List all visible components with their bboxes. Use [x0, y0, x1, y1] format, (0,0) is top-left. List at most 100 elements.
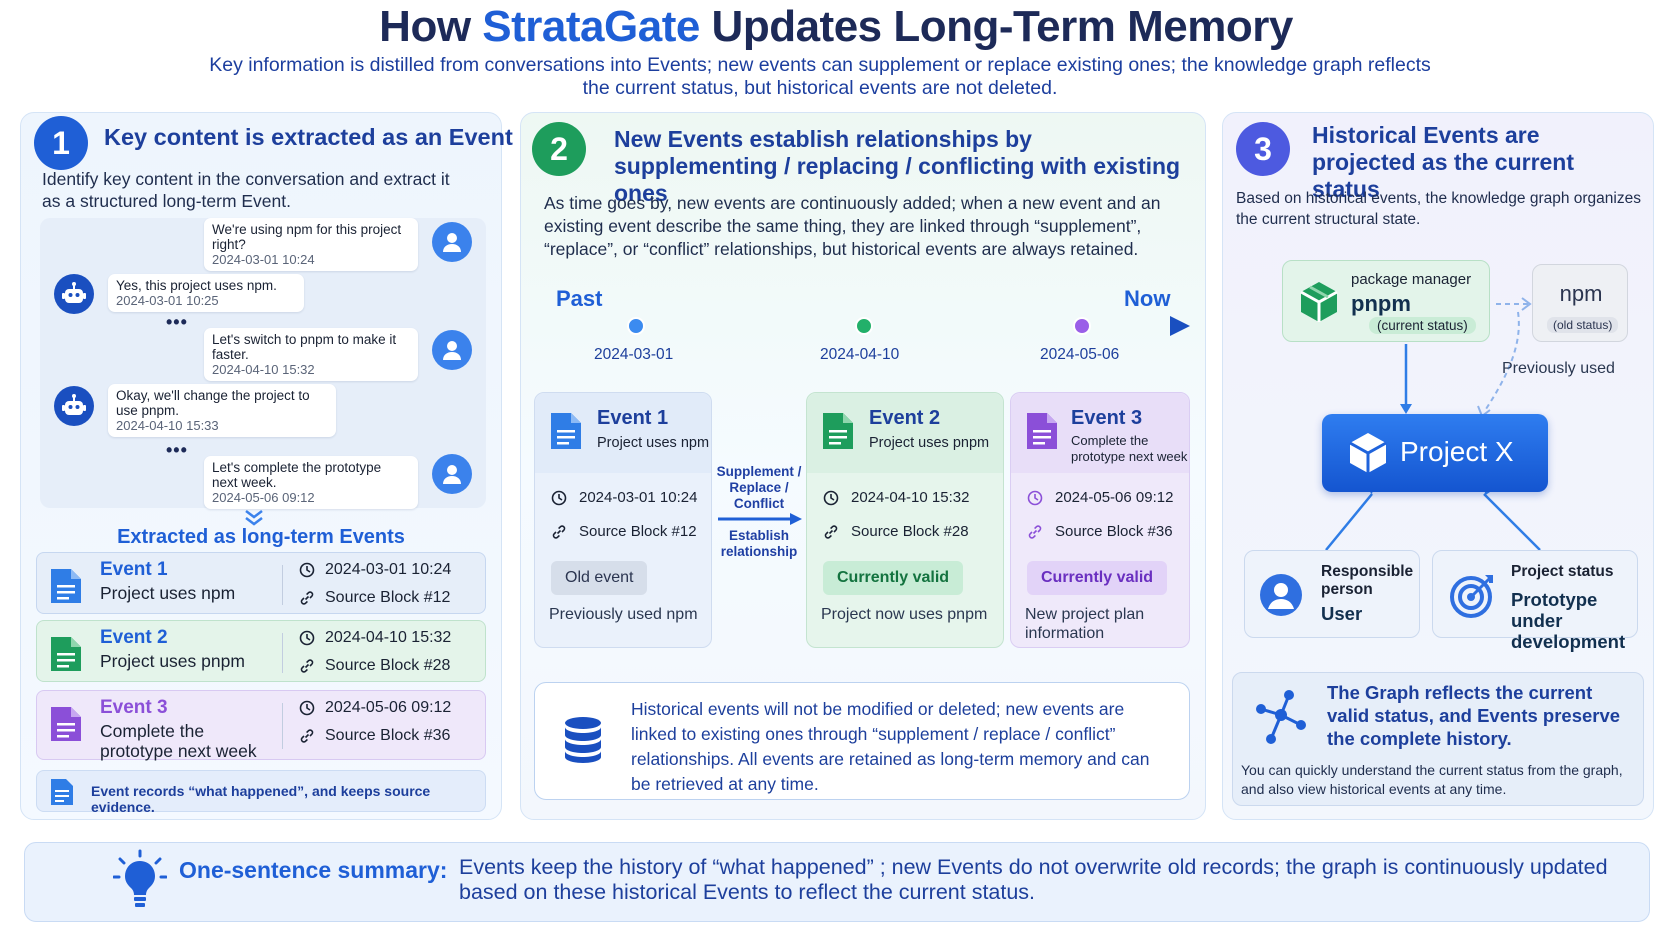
- graph-summary-title: The Graph reflects the current valid sta…: [1327, 682, 1621, 749]
- clock-icon: [299, 700, 315, 716]
- chat-timestamp: 2024-04-10 15:33: [116, 418, 219, 433]
- user-avatar-icon: [432, 330, 472, 370]
- divider: [282, 703, 283, 749]
- card-event-desc: Complete the prototype next week: [1071, 433, 1188, 464]
- page-subtitle: Key information is distilled from conver…: [209, 54, 1431, 99]
- chat-text: We're using npm for this project right?: [212, 222, 402, 252]
- chat-text: Okay, we'll change the project to use pn…: [116, 388, 310, 418]
- timeline-card-1: Event 1 Project uses npm 2024-03-01 10:2…: [534, 392, 712, 648]
- document-icon: [51, 707, 81, 741]
- divider: [282, 565, 283, 605]
- timeline-card-3: Event 3 Complete the prototype next week…: [1010, 392, 1190, 648]
- document-icon: [51, 637, 81, 671]
- timeline-axis: [540, 316, 1190, 336]
- chat-timestamp: 2024-05-06 09:12: [212, 490, 315, 505]
- user-avatar-icon: [432, 454, 472, 494]
- project-name: Project X: [1400, 436, 1514, 467]
- clock-icon: [1027, 490, 1043, 505]
- bot-avatar-icon: [54, 386, 94, 426]
- timeline-card-2: Event 2 Project uses pnpm 2024-04-10 15:…: [806, 392, 1004, 648]
- document-icon: [551, 413, 581, 449]
- event-time: 2024-03-01 10:24: [299, 561, 451, 579]
- title-prefix: How: [379, 2, 483, 51]
- bot-avatar-icon: [54, 274, 94, 314]
- card-time: 2024-03-01 10:24: [551, 489, 697, 506]
- chat-message-user: Let's complete the prototype next week.2…: [204, 456, 418, 509]
- event-time-text: 2024-03-01 10:24: [325, 561, 452, 578]
- timeline-now: Now: [1124, 286, 1171, 311]
- relation-sublabel: Establish relationship: [720, 528, 798, 559]
- link-icon: [300, 591, 314, 605]
- chat-timestamp: 2024-03-01 10:24: [212, 252, 315, 267]
- old-value: npm: [1559, 281, 1603, 306]
- event-name: Event 3: [100, 697, 168, 718]
- link-icon: [300, 729, 314, 743]
- panel2-heading: New Events establish relationships by su…: [614, 126, 1181, 206]
- card-source-text: Source Block #12: [579, 523, 697, 540]
- old-status-card: npm (old status): [1532, 264, 1628, 342]
- event-desc: Project uses pnpm: [100, 651, 245, 671]
- event-time-text: 2024-04-10 15:32: [325, 629, 452, 646]
- link-icon: [552, 524, 566, 539]
- event-row-3: Event 3 Complete the prototype next week…: [36, 690, 486, 761]
- clock-icon: [551, 490, 567, 505]
- event-row-2: Event 2 Project uses pnpm 2024-04-10 15:…: [36, 620, 486, 682]
- package-manager-label: package manager: [1351, 271, 1472, 288]
- chat-ellipsis: •••: [166, 312, 188, 332]
- clock-icon: [299, 562, 315, 578]
- document-icon: [51, 779, 73, 805]
- attribute-value: Prototype under development: [1511, 589, 1626, 652]
- footnote-text: Event records “what happened”, and keeps…: [91, 783, 431, 815]
- card-note: Previously used npm: [549, 606, 698, 623]
- card-source: Source Block #28: [823, 523, 969, 540]
- status-badge: Currently valid: [1027, 561, 1168, 595]
- event-time: 2024-04-10 15:32: [299, 629, 451, 647]
- chat-text: Yes, this project uses npm.: [116, 278, 277, 293]
- card-note: New project plan information: [1025, 606, 1145, 642]
- step-number-2: 2: [532, 122, 586, 176]
- cube-icon: [1349, 433, 1387, 473]
- project-node: Project X: [1322, 414, 1548, 492]
- card-time-text: 2024-03-01 10:24: [579, 489, 698, 506]
- event-source-text: Source Block #36: [325, 727, 451, 744]
- user-avatar-icon: [432, 222, 472, 262]
- chat-ellipsis: •••: [166, 440, 188, 460]
- package-icon: [1300, 282, 1338, 322]
- page-title: How StrataGate Updates Long-Term Memory: [0, 2, 1672, 52]
- target-icon: [1450, 575, 1493, 618]
- panel1-description: Identify key content in the conversation…: [42, 169, 450, 211]
- event-time-text: 2024-05-06 09:12: [325, 699, 452, 716]
- card-event-name: Event 2: [869, 407, 941, 429]
- card-time: 2024-05-06 09:12: [1027, 489, 1173, 506]
- event-source-text: Source Block #28: [325, 657, 451, 674]
- event-desc: Project uses npm: [100, 583, 236, 603]
- current-status-card: package manager pnpm (current status): [1282, 260, 1490, 342]
- event-source: Source Block #28: [299, 657, 450, 675]
- database-icon: [565, 717, 601, 763]
- timeline-past: Past: [556, 286, 603, 311]
- link-icon: [300, 659, 314, 673]
- old-status-badge: (old status): [1547, 317, 1619, 333]
- document-icon: [51, 569, 81, 603]
- card-time-text: 2024-05-06 09:12: [1055, 489, 1174, 506]
- timeline-date-3: 2024-05-06: [1040, 346, 1120, 363]
- card-source-text: Source Block #28: [851, 523, 969, 540]
- attribute-responsible-person: Responsible person User: [1244, 550, 1420, 638]
- card-time-text: 2024-04-10 15:32: [851, 489, 970, 506]
- link-icon: [1028, 524, 1042, 539]
- step-number-1: 1: [34, 116, 88, 170]
- chat-timestamp: 2024-03-01 10:25: [116, 293, 219, 308]
- status-badge: Currently valid: [823, 561, 964, 595]
- arrow-right-icon: [718, 513, 802, 525]
- graph-summary-desc: You can quickly understand the current s…: [1241, 762, 1623, 797]
- attribute-project-status: Project status Prototype under developme…: [1432, 550, 1638, 652]
- graph-summary-box: The Graph reflects the current valid sta…: [1232, 672, 1644, 806]
- card-source: Source Block #12: [551, 523, 697, 540]
- chevron-down-icon: [245, 510, 263, 526]
- step-number-3: 3: [1236, 122, 1290, 176]
- card-event-desc: Project uses npm: [597, 435, 710, 451]
- user-icon: [1260, 574, 1302, 616]
- document-icon: [1027, 413, 1057, 449]
- title-brand: StrataGate: [482, 2, 700, 51]
- lightbulb-icon: [113, 849, 167, 907]
